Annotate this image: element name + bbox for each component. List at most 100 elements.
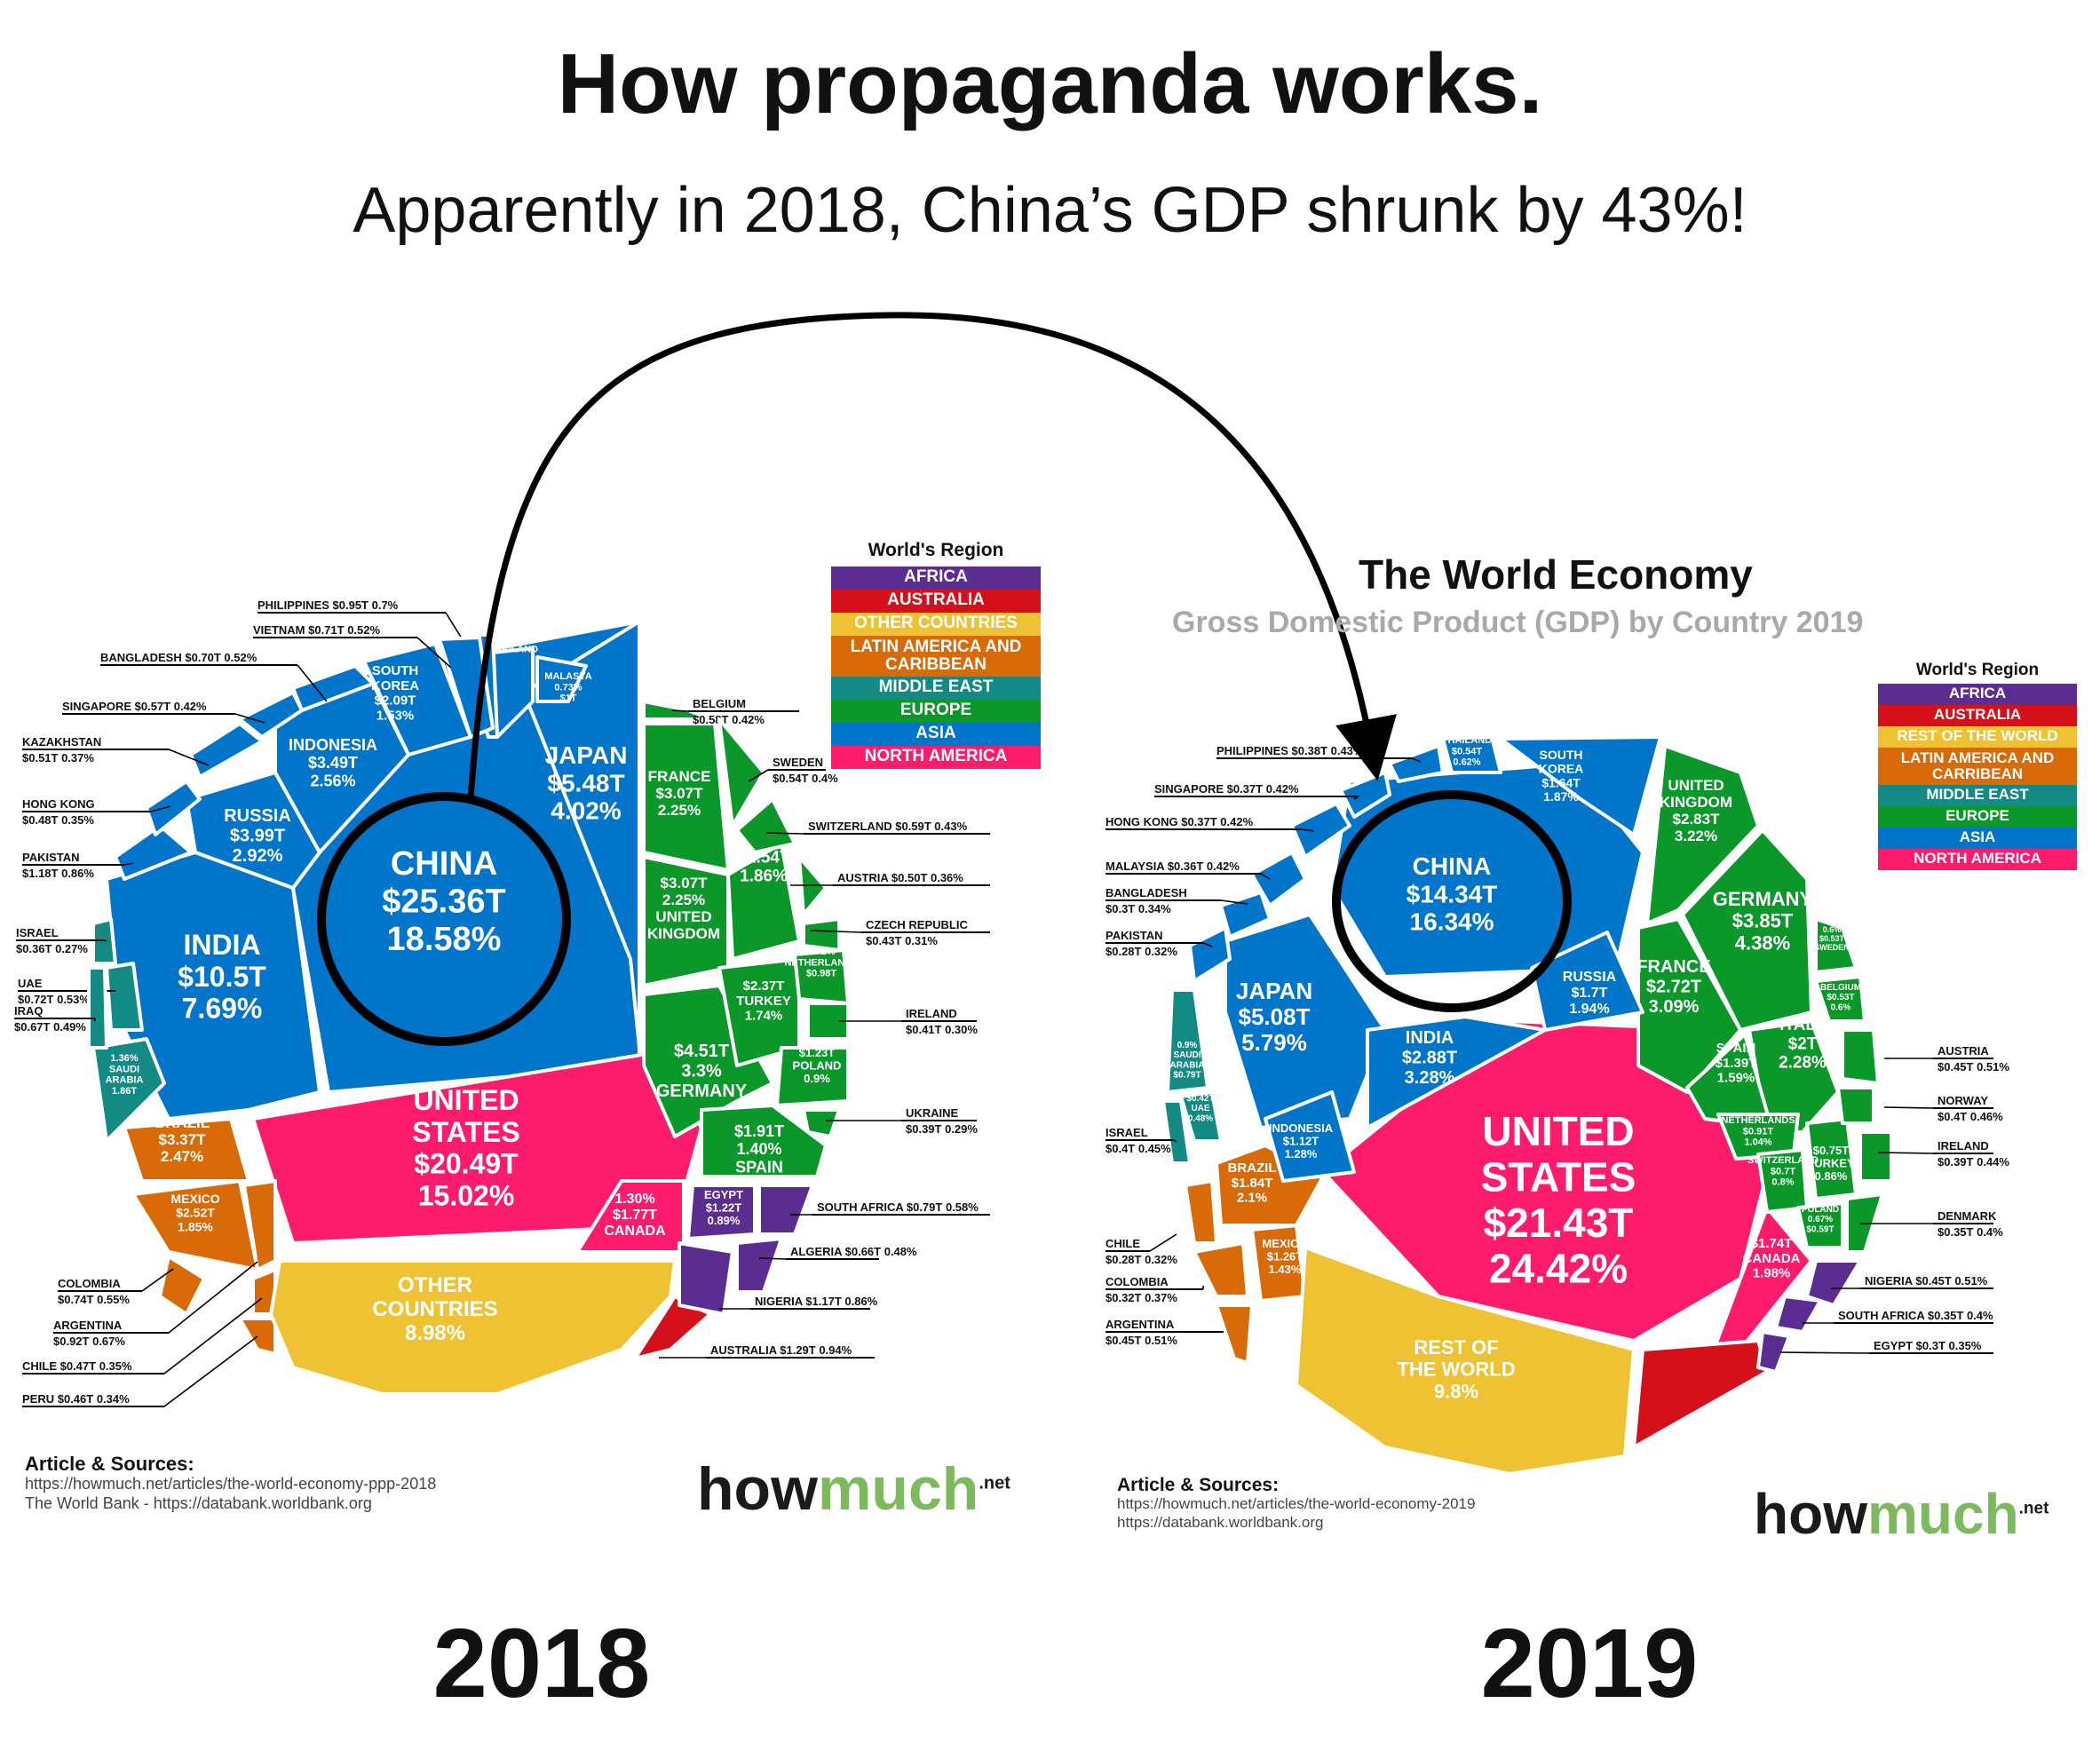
source-link[interactable]: https://databank.worldbank.org xyxy=(1117,1514,1324,1531)
cell-label: $1.64T xyxy=(1541,775,1581,789)
cell-label: UAE xyxy=(1191,1104,1209,1113)
cell-austria xyxy=(1841,1028,1880,1085)
cell-shape xyxy=(1441,735,1502,774)
cell-label: KOREA xyxy=(371,678,419,693)
callout-switzerland: SWITZERLAND $0.59T 0.43% xyxy=(765,820,990,835)
callout-leader xyxy=(163,1297,263,1375)
cell-shape xyxy=(1805,1117,1858,1200)
callout-name: DENMARK xyxy=(1938,1209,1997,1223)
cell-label: $3.07T xyxy=(661,875,709,891)
cell-label: $1.12T xyxy=(1283,1135,1319,1148)
cell-shape xyxy=(726,842,801,961)
cell-shape xyxy=(1530,931,1644,1032)
source-link[interactable]: The World Bank - https://databank.worldb… xyxy=(25,1494,372,1512)
page-subtitle: Apparently in 2018, China’s GDP shrunk b… xyxy=(353,175,1747,246)
cell-shape xyxy=(1858,1130,1893,1183)
cell-ukraine xyxy=(802,1108,841,1138)
cell-shape xyxy=(1166,988,1209,1094)
cell-label: $0.98T xyxy=(806,969,837,979)
callout-pakistan: PAKISTAN$1.18T 0.86% xyxy=(22,851,134,880)
cell-label: $1.39T xyxy=(1716,1056,1757,1071)
cell-label: MALASYA xyxy=(544,671,591,682)
callout-belgium: BELGIUM$0.58T 0.42% xyxy=(671,697,799,726)
cell-label: $25.36T xyxy=(382,883,505,921)
callout-name: ISRAEL xyxy=(16,926,59,939)
legend-item: MIDDLE EAST xyxy=(1878,784,2077,806)
callout-leader xyxy=(297,664,328,702)
cell-label: $0.91T xyxy=(1743,1126,1774,1137)
callout-text: CHILE $0.47T 0.35% xyxy=(22,1359,132,1373)
cell-label: 0.8% xyxy=(1771,1177,1794,1188)
cell-label: INDIA xyxy=(1406,1028,1454,1048)
callout-malaysia: MALAYSIA $0.36T 0.42% xyxy=(1105,860,1271,880)
cell-czech-republic xyxy=(802,917,841,952)
cell-label: 9.8% xyxy=(1434,1380,1478,1402)
cell-label: $14.34T xyxy=(1407,880,1498,907)
cell-shape xyxy=(1836,1086,1875,1125)
callout-value: $0.36T 0.27% xyxy=(16,942,88,955)
callout-leader xyxy=(748,769,769,782)
cell-label: TURKEY xyxy=(736,994,791,1009)
cell-shape xyxy=(802,917,841,952)
cell-shape xyxy=(1250,851,1307,907)
source-link[interactable]: https://howmuch.net/articles/the-world-e… xyxy=(25,1475,437,1493)
callout-norway: NORWAY$0.4T 0.46% xyxy=(1883,1094,2003,1123)
callout-name: IRELAND xyxy=(906,1007,957,1020)
cell-russia: RUSSIA$1.7T1.94% xyxy=(1530,931,1644,1032)
cell-label: 1.85% xyxy=(178,1219,213,1233)
cell-argentina xyxy=(242,1179,277,1272)
cell-label: $2.09T xyxy=(375,693,416,709)
callout-vietnam: VIETNAM $0.71T 0.52% xyxy=(253,623,452,669)
legend-item: EUROPE xyxy=(831,699,1041,723)
callout-leader xyxy=(104,939,107,942)
cell-switzerland xyxy=(735,797,796,854)
callout-leader xyxy=(1202,942,1213,947)
cell-label: 2.25% xyxy=(658,802,701,819)
cell-label: JAPAN xyxy=(1236,978,1312,1004)
cell-egypt xyxy=(1756,1330,1791,1374)
callout-czech-republic: CZECH REPUBLIC$0.43T 0.31% xyxy=(810,918,990,947)
legend-item: MIDDLE EAST xyxy=(831,676,1041,700)
cell-argentina xyxy=(1215,1303,1254,1365)
cell-label: $1.26T xyxy=(1267,1250,1304,1264)
cell-iraq xyxy=(87,966,108,1050)
cell-label: 1.98% xyxy=(1753,1266,1791,1281)
cell-shape xyxy=(1499,735,1662,836)
cell-label: SWITZERLAND xyxy=(1747,1155,1819,1166)
callout-argentina: ARGENTINA$0.45T 0.51% xyxy=(1105,1318,1224,1347)
cell-shape xyxy=(1219,891,1272,939)
cell-label: BRAZIL xyxy=(1228,1161,1277,1176)
cell-shape xyxy=(678,1241,734,1316)
callout-name: BELGIUM xyxy=(693,697,746,710)
cell-shape xyxy=(1188,926,1232,983)
source-link[interactable]: https://howmuch.net/articles/the-world-e… xyxy=(1117,1495,1476,1512)
callout-leader xyxy=(168,1261,258,1334)
callout-egypt: EGYPT $0.3T 0.35% xyxy=(1779,1339,1993,1354)
callout-name: UAE xyxy=(18,977,43,990)
callout-name: IRELAND xyxy=(1938,1139,1989,1153)
cell-italy: ITALY$2T2.28% xyxy=(1747,1016,1840,1134)
callout-value: $0.45T 0.51% xyxy=(1938,1060,2009,1074)
logo-net: .net xyxy=(979,1473,1010,1493)
legend-item: NORTH AMERICA xyxy=(1878,848,2077,870)
cell-shape xyxy=(735,797,796,854)
cell-label: SWEDEN xyxy=(1814,943,1850,952)
callout-chile: CHILE $0.47T 0.35% xyxy=(22,1297,263,1375)
cell-shape xyxy=(1184,1179,1218,1245)
callout-leader xyxy=(1220,899,1248,905)
cell-shape xyxy=(642,722,730,872)
cell-label: EGYPT xyxy=(704,1188,743,1201)
cell-label: SAUDI xyxy=(1173,1050,1201,1060)
callout-value: $0.43T 0.31% xyxy=(866,934,938,947)
callout-israel: ISRAEL $0.36T 0.27% xyxy=(16,926,107,955)
